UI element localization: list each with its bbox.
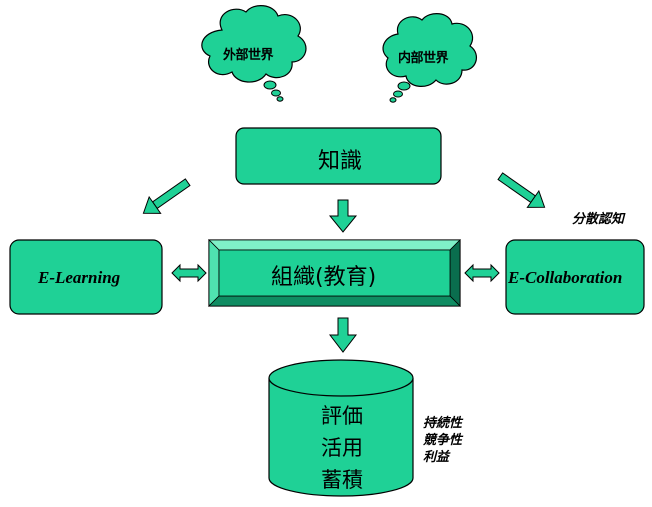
distributed-cognition-label: 分散認知 <box>572 212 625 227</box>
external-world-cloud <box>201 5 307 102</box>
internal-world-cloud <box>382 13 478 103</box>
arrow-organization-to-database <box>328 317 358 353</box>
organization-label: 組織(教育) <box>271 265 377 290</box>
outcome-profit: 利益 <box>423 450 450 465</box>
organization-box <box>208 239 461 307</box>
outcome-sustainability: 持続性 <box>423 416 463 431</box>
outcomes-list: 持続性 競争性 利益 <box>423 415 462 466</box>
elearning-label: E-Learning <box>38 268 121 287</box>
database-text: 評価 活用 蓄積 <box>316 400 368 496</box>
outcome-competitiveness: 競争性 <box>423 433 463 448</box>
arrow-knowledge-to-organization <box>328 199 358 233</box>
database-cylinder <box>268 359 414 497</box>
external-world-label: 外部世界 <box>223 48 274 63</box>
internal-world-label: 内部世界 <box>398 51 449 66</box>
arrow-to-elearning <box>142 178 191 214</box>
knowledge-box <box>235 127 442 185</box>
ecollaboration-box <box>505 239 645 315</box>
elearning-box <box>9 239 163 315</box>
arrow-to-ecollaboration <box>497 172 546 208</box>
double-arrow-left <box>171 263 207 283</box>
database-line-3: 蓄積 <box>321 468 363 492</box>
database-line-2: 活用 <box>321 436 363 460</box>
database-line-1: 評価 <box>321 404 363 428</box>
knowledge-label: 知識 <box>318 149 363 174</box>
ecollaboration-label: E-Collaboration <box>508 268 623 287</box>
double-arrow-right <box>464 263 500 283</box>
